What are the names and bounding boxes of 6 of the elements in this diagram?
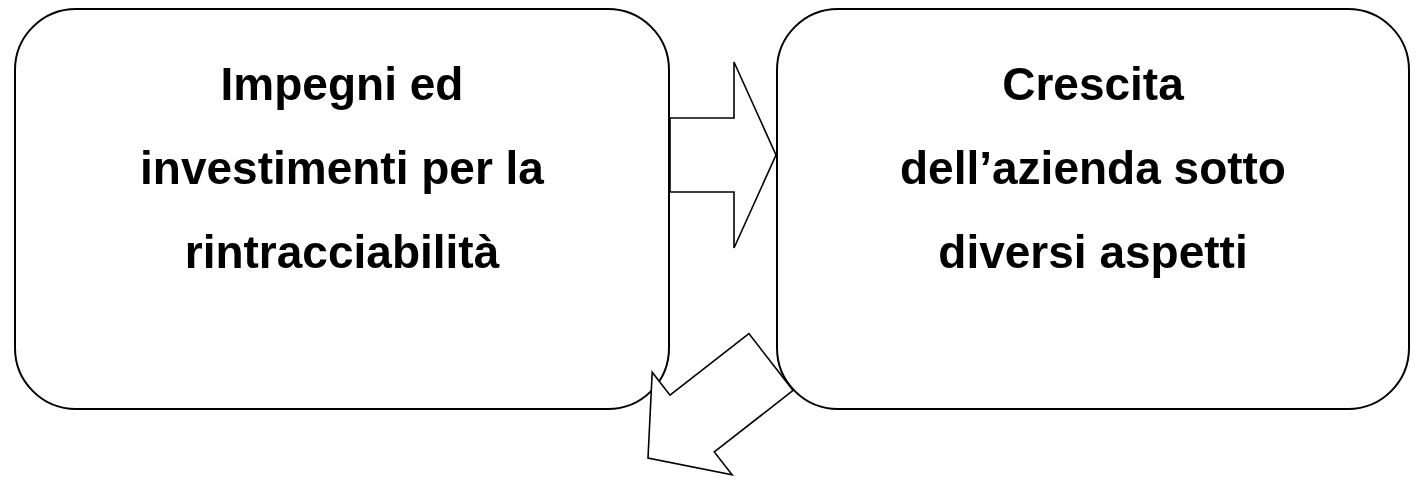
block-arrow xyxy=(669,61,777,249)
rounded-box xyxy=(14,8,670,410)
rounded-box xyxy=(776,8,1410,410)
box-text: Impegni ed investimenti per la rintracciabilità xyxy=(139,57,545,280)
box-text: Crescita dell’azienda sotto diversi aspetti xyxy=(899,57,1287,280)
block-arrow xyxy=(647,332,795,476)
